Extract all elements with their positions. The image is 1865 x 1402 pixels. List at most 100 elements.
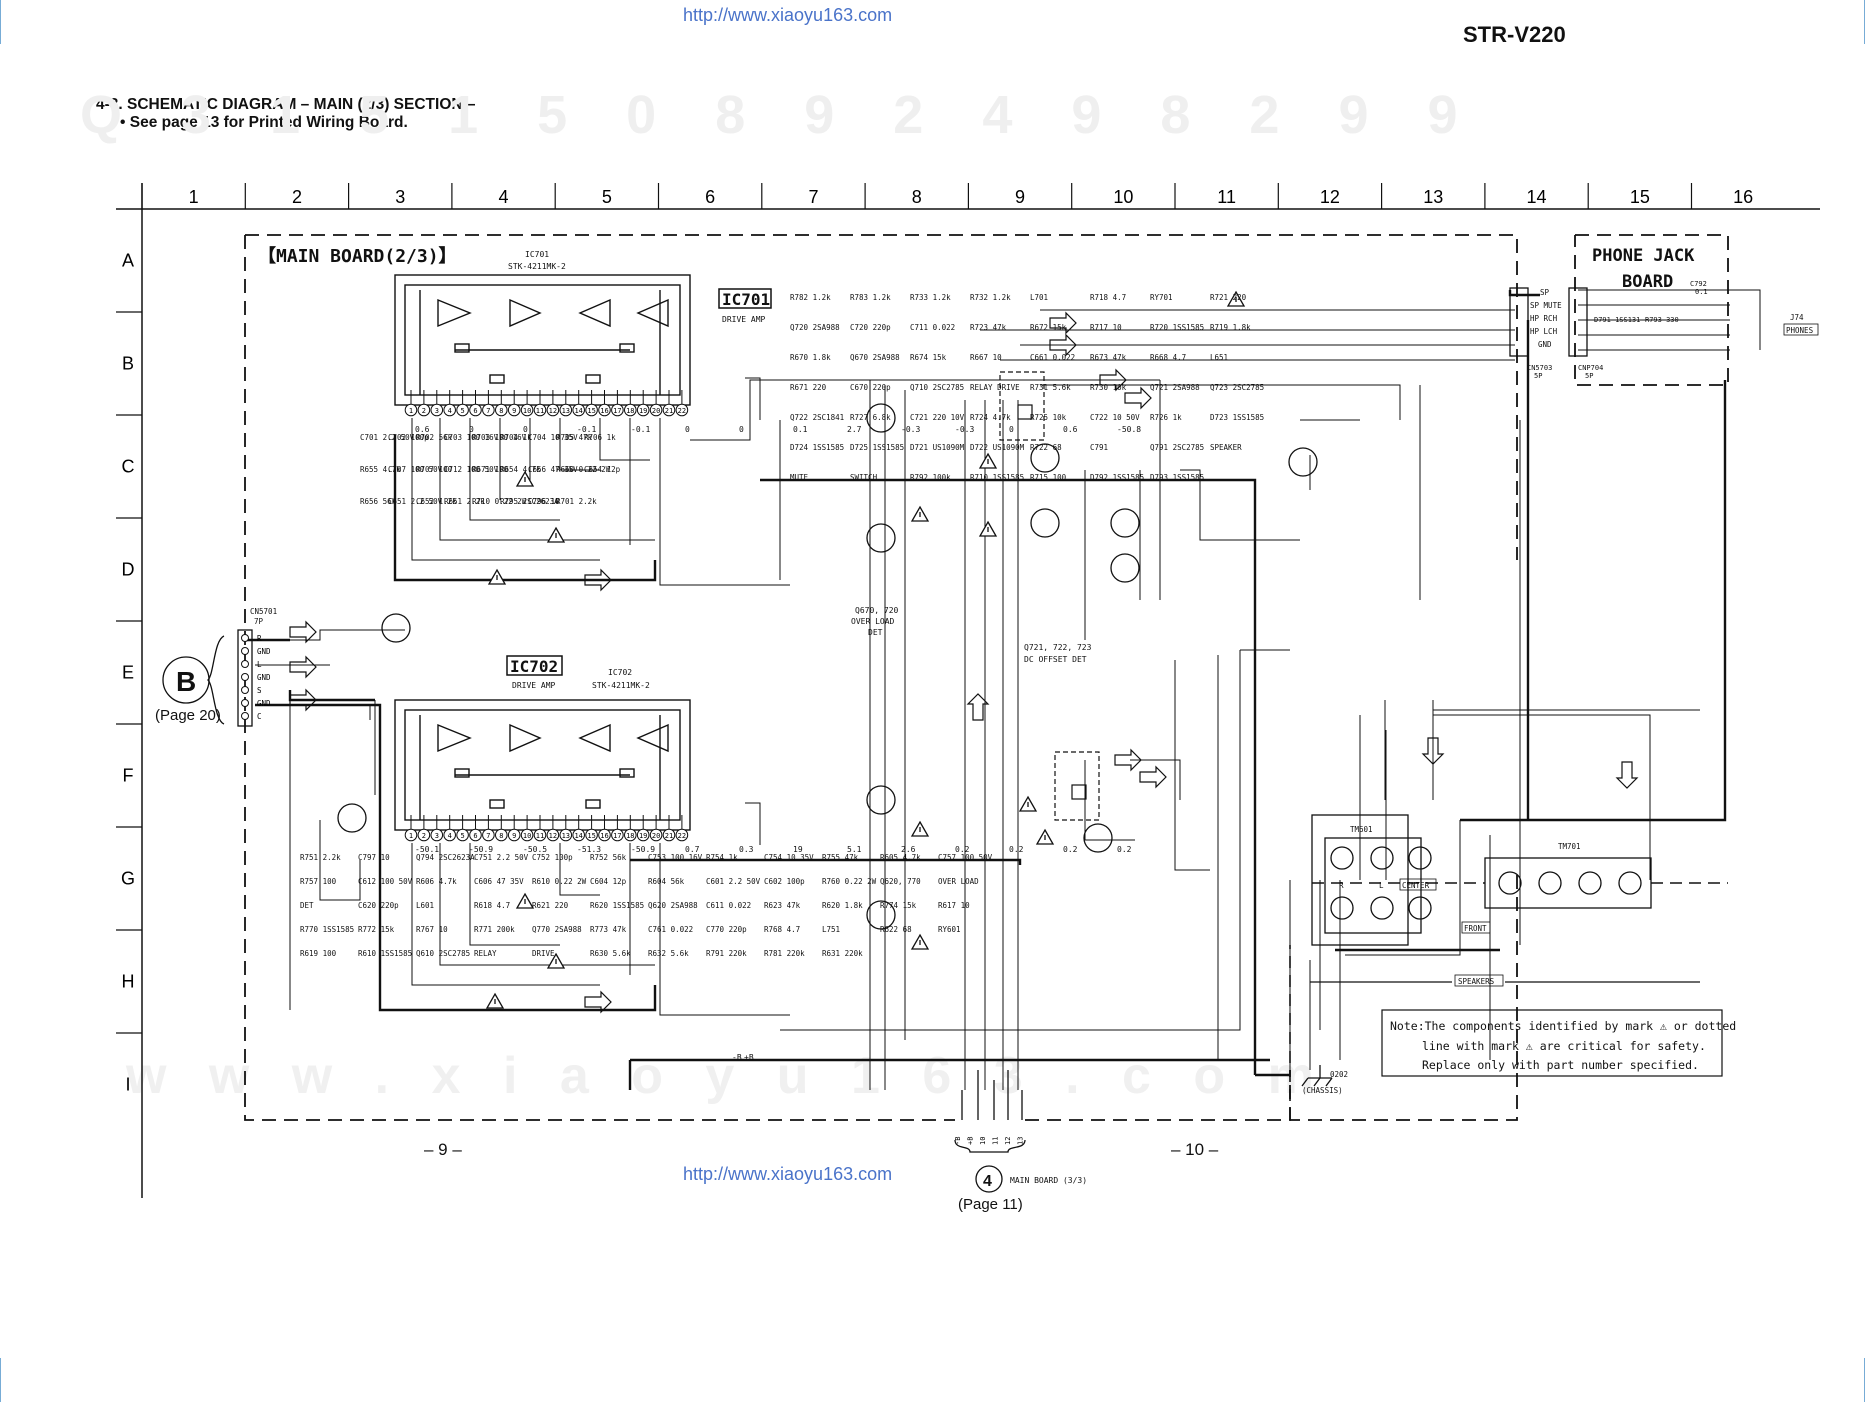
grid-row-A: A (122, 251, 134, 271)
model-number: STR-V220 (1463, 22, 1566, 47)
ic702-pins-pin-label: 10 (523, 832, 531, 840)
component-lower-label: R781 220k (764, 949, 805, 958)
ic702-pins-pin-label: 17 (613, 832, 621, 840)
grid-row-D: D (122, 560, 135, 580)
component-left-label: C701 2.2 50V (360, 433, 415, 442)
component-top-label: Q722 2SC1841 (790, 413, 844, 422)
component-left-label: C651 2.2 50V (388, 497, 443, 506)
component-left-label: R656 56k (360, 497, 397, 506)
ic702-pins-pin-label: 9 (512, 832, 516, 840)
top-url-link[interactable]: http://www.xiaoyu163.com (683, 5, 893, 25)
component-top-label: R723 47k (970, 323, 1007, 332)
ic702-pins-pin-14 (572, 828, 586, 842)
dc-offset-2: DC OFFSET DET (1024, 655, 1087, 664)
component-lower-label: Q794 2SC2623A (416, 853, 475, 862)
connector-4-pin: 10 (979, 1137, 987, 1145)
section-title: 4-3. SCHEMATIC DIAGRAM – MAIN (2/3) SECT… (96, 96, 476, 113)
component-left-label: C654 12p (584, 465, 621, 474)
ic701-pins-pin-label: 19 (639, 407, 647, 415)
ic702-pins-pin-11 (533, 828, 547, 842)
voltage-reading: 19 (793, 845, 803, 854)
ic701-pins-pin-label: 3 (435, 407, 439, 415)
component-left-label: R651 2.2k (444, 497, 485, 506)
component-lower-label: C753 100 16V (648, 853, 703, 862)
component-lower-label: R757 100 (300, 877, 337, 886)
component-lower-label: C611 0.022 (706, 901, 751, 910)
grid-col-1: 1 (189, 187, 199, 207)
component-top-label: R710 1SS1585 (970, 473, 1024, 482)
ic702-pins-pin-15 (585, 828, 598, 842)
power-wiring (245, 290, 1727, 1090)
ic702-ref: IC702 (608, 668, 632, 677)
terminal-r: R (1339, 881, 1344, 890)
component-left-label: R705 47k (556, 433, 593, 442)
grid-col-9: 9 (1015, 187, 1025, 207)
ic702-pins-pin-label: 6 (473, 832, 477, 840)
minus-b-label: -B (732, 1053, 742, 1062)
ic702-pins-pin-label: 21 (665, 832, 673, 840)
ic701-pins-pin-label: 17 (613, 407, 621, 415)
component-lower-label: R621 220 (532, 901, 569, 910)
ic702-pins-pin-label: 2 (422, 832, 426, 840)
component-top-label: R719 1.8k (1210, 323, 1251, 332)
ic701-pins-pin-11 (533, 403, 547, 417)
pj-cn-main: CN5703 (1527, 364, 1552, 372)
component-lower-label: R768 4.7 (764, 925, 800, 934)
watermark-site: w w w . x i a o y u 1 6 3 . c o m (126, 1047, 1328, 1105)
connector-4-pin: 12 (1004, 1137, 1012, 1145)
ic701-pins-pin-12 (546, 403, 560, 417)
component-left-label: R654 4.7k (500, 465, 541, 474)
component-lower-label: C761 0.022 (648, 925, 693, 934)
component-left-label: R660 0.22 2W (556, 465, 611, 474)
speaker-dashed-links (1289, 882, 1728, 1120)
component-top-label: R732 1.2k (970, 293, 1011, 302)
component-top-label: SPEAKER (1210, 443, 1242, 452)
ic701-pins-pin-label: 2 (422, 407, 426, 415)
watermark-digits: Q 3 1 5 1 5 0 8 9 2 4 9 8 2 9 9 (80, 85, 1480, 145)
component-lower-label: R622 68 (880, 925, 912, 934)
component-lower-label: C757 100 50V (938, 853, 993, 862)
cnb-pin-label: C (257, 712, 262, 721)
ic701-pins-pin-3 (430, 403, 444, 417)
voltage-reading: 0 (1009, 425, 1014, 434)
voltage-reading: 0.2 (955, 845, 970, 854)
ic702-pins-pin-label: 3 (435, 832, 439, 840)
voltage-reading: -0.1 (631, 425, 650, 434)
voltage-reading: -50.9 (631, 845, 655, 854)
ic701-desc: DRIVE AMP (722, 315, 766, 324)
voltage-reading: 0 (685, 425, 690, 434)
pj-cnp: CNP704 (1578, 364, 1603, 372)
component-lower-label: R610 1SS1585 (358, 949, 412, 958)
component-lower-label: R755 47k (822, 853, 859, 862)
ic701-pins-pin-20 (649, 403, 663, 417)
ic702-pins-pin-2 (417, 828, 431, 842)
ic701-pins-pin-18 (624, 403, 637, 417)
diagram-text: 【MAIN BOARD(2/3)】 PHONE JACK BOARD IC701… (155, 246, 1819, 1213)
component-top-label: R727 6.8k (850, 413, 891, 422)
component-lower-label: C751 2.2 50V (474, 853, 529, 862)
pj-gnd: GND (1538, 340, 1552, 349)
bottom-url-link[interactable]: http://www.xiaoyu163.com (683, 1164, 893, 1184)
component-left-label: R706 1k (584, 433, 616, 442)
component-left-label: C707 100 50V (388, 465, 443, 474)
ic701-pins-pin-16 (598, 403, 611, 417)
connector-4-pin: -B (954, 1137, 962, 1145)
voltage-reading: 0.2 (1009, 845, 1024, 854)
ic702-pins-pin-label: 18 (626, 832, 634, 840)
chassis-label: (CHASSIS) (1302, 1086, 1343, 1095)
ic701-label: IC701 (722, 290, 770, 309)
component-top-label: D722 US1090M (970, 443, 1025, 452)
cnb-pin-label: GND (257, 699, 271, 708)
pj-sp-mute: SP MUTE (1530, 301, 1562, 310)
grid-row-B: B (122, 354, 134, 374)
component-lower-label: OVER LOAD (938, 877, 979, 886)
voltage-reading: -0.3 (901, 425, 920, 434)
component-lower-label: C770 220p (706, 925, 747, 934)
ic702-pins-pin-label: 22 (678, 832, 686, 840)
voltage-reading: -51.3 (577, 845, 601, 854)
ic701-pins-pin-13 (559, 403, 573, 417)
